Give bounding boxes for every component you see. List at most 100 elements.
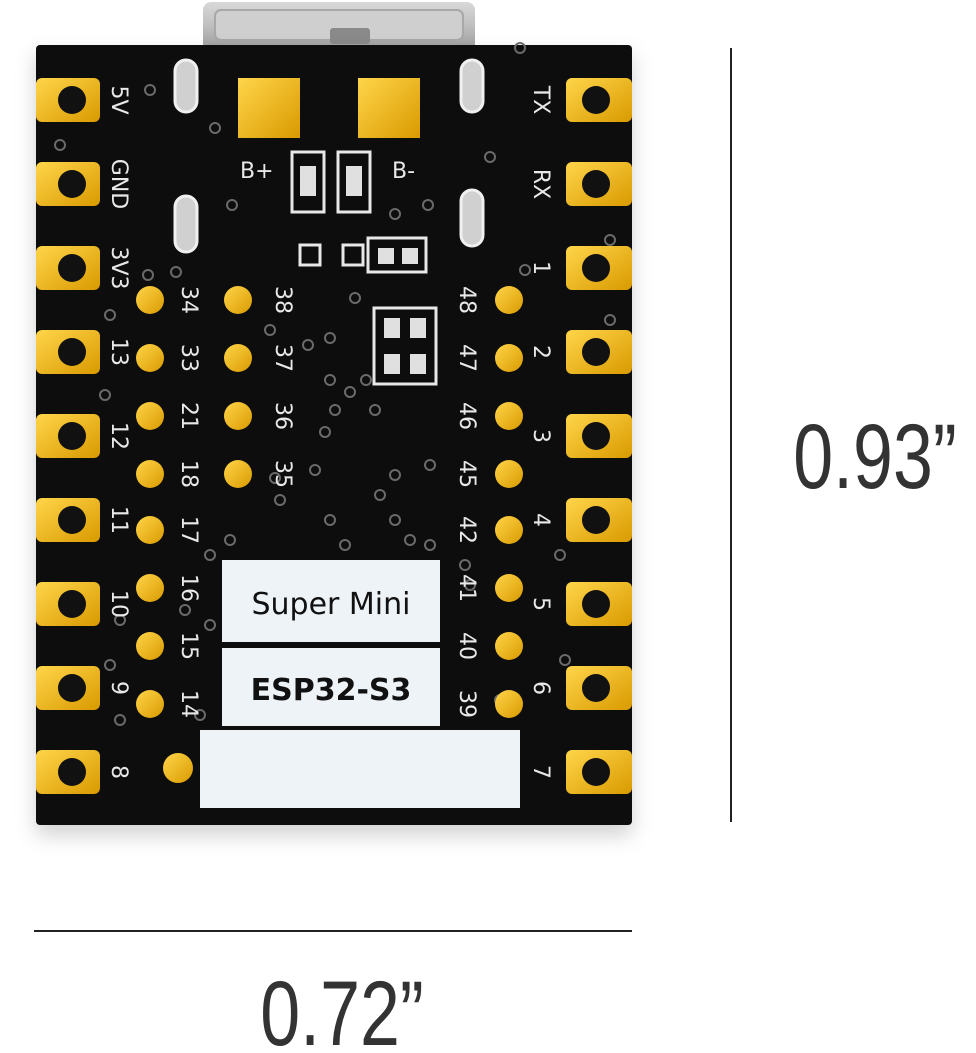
inner-right-label-6: 40 [454, 632, 479, 660]
smd-components [298, 236, 438, 386]
inner-pad-bottom [163, 753, 193, 783]
left-pad-4 [36, 414, 100, 458]
via-14 [344, 386, 356, 398]
right-pad-0 [566, 78, 632, 122]
inner-right-pad-3 [495, 460, 523, 488]
inner-mid-pad-1 [224, 344, 252, 372]
left-pin-label-4: 12 [106, 422, 131, 450]
left-pad-0 [36, 78, 100, 122]
via-31 [204, 619, 216, 631]
inner-mid-pad-2 [224, 402, 252, 430]
via-13 [324, 374, 336, 386]
right-pad-2 [566, 246, 632, 290]
left-pin-label-0: 5V [106, 85, 131, 114]
right-pad-5 [566, 498, 632, 542]
inner-mid-pad-3 [224, 460, 252, 488]
inner-right-label-5: 41 [454, 574, 479, 602]
label-b-plus: B+ [240, 159, 274, 184]
via-35 [194, 709, 206, 721]
via-7 [170, 266, 182, 278]
inner-right-label-1: 47 [454, 344, 479, 372]
inner-right-label-3: 45 [454, 460, 479, 488]
inner-right-pad-6 [495, 632, 523, 660]
label-panels [200, 560, 520, 808]
inner-left-pad-1 [136, 344, 164, 372]
right-pad-4 [566, 414, 632, 458]
inner-left-pad-7 [136, 690, 164, 718]
inner-right-label-7: 39 [454, 690, 479, 718]
inner-left-pad-0 [136, 286, 164, 314]
inner-right-pad-1 [495, 344, 523, 372]
inner-mid-label-1: 37 [270, 344, 295, 372]
left-pad-8 [36, 750, 100, 794]
right-pad-8 [566, 750, 632, 794]
via-11 [324, 332, 336, 344]
via-4 [422, 199, 434, 211]
right-pin-label-3: 2 [528, 345, 553, 359]
via-15 [360, 374, 372, 386]
right-pin-label-8: 7 [528, 765, 553, 779]
via-27 [339, 539, 351, 551]
left-castellated-pads [36, 78, 100, 794]
via-21 [374, 489, 386, 501]
inner-right-pad-5 [495, 574, 523, 602]
via-42 [604, 234, 616, 246]
via-41 [54, 139, 66, 151]
inner-left-label-4: 17 [176, 516, 201, 544]
left-pad-3 [36, 330, 100, 374]
via-1 [209, 122, 221, 134]
via-33 [104, 659, 116, 671]
inner-right-pad-7 [495, 690, 523, 718]
via-44 [514, 42, 526, 54]
width-label: 0.72” [260, 962, 424, 1053]
via-18 [319, 426, 331, 438]
left-pin-label-3: 13 [106, 338, 131, 366]
inner-left-label-5: 16 [176, 574, 201, 602]
height-label: 0.93” [793, 405, 957, 508]
via-34 [114, 714, 126, 726]
right-pad-3 [566, 330, 632, 374]
via-3 [389, 208, 401, 220]
inner-left-pad-2 [136, 402, 164, 430]
via-32 [114, 614, 126, 626]
via-46 [274, 494, 286, 506]
inner-mid-label-0: 38 [270, 286, 295, 314]
via-30 [179, 604, 191, 616]
via-45 [269, 472, 281, 484]
via-23 [404, 534, 416, 546]
left-pad-7 [36, 666, 100, 710]
via-47 [99, 389, 111, 401]
left-pin-label-5: 11 [106, 506, 131, 534]
inner-right-pad-2 [495, 402, 523, 430]
via-10 [349, 292, 361, 304]
via-26 [324, 514, 336, 526]
board-name-line2: ESP32-S3 [251, 673, 412, 708]
inner-gpio-pads [136, 286, 523, 783]
via-16 [329, 404, 341, 416]
inner-left-pad-5 [136, 574, 164, 602]
left-pin-label-6: 10 [106, 590, 131, 618]
left-pin-label-1: GND [106, 159, 131, 209]
left-pin-label-7: 9 [106, 681, 131, 695]
right-pad-7 [566, 666, 632, 710]
right-pin-label-7: 6 [528, 681, 553, 695]
via-20 [389, 469, 401, 481]
board-name-line1: Super Mini [252, 587, 411, 622]
dimension-width: 0.72” [34, 930, 632, 1053]
via-8 [484, 151, 496, 163]
via-24 [424, 539, 436, 551]
inner-mid-pad-0 [224, 286, 252, 314]
right-castellated-pads [566, 78, 632, 794]
via-0 [144, 84, 156, 96]
battery-pads [238, 78, 420, 214]
via-2 [226, 199, 238, 211]
via-25 [309, 464, 321, 476]
inner-right-label-0: 48 [454, 286, 479, 314]
via-12 [302, 339, 314, 351]
right-pin-label-6: 5 [528, 597, 553, 611]
inner-left-pad-4 [136, 516, 164, 544]
via-39 [464, 579, 476, 591]
via-6 [104, 309, 116, 321]
inner-mid-label-3: 35 [270, 460, 295, 488]
